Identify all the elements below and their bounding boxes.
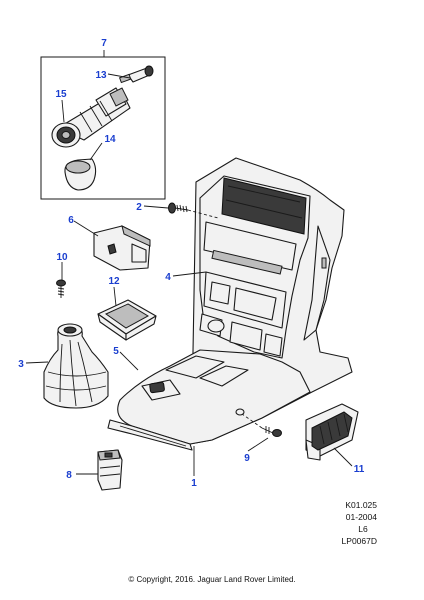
callout-15: 15 <box>55 89 67 100</box>
part-10-screw <box>56 279 66 298</box>
leader-12 <box>113 286 117 307</box>
leader-5 <box>119 351 139 371</box>
callout-12: 12 <box>108 276 120 287</box>
part-13-bulb <box>118 65 154 84</box>
ref-line-2: 01-2004 <box>346 512 377 522</box>
ref-line-1: K01.025 <box>345 500 377 510</box>
leader-14 <box>89 142 103 161</box>
callout-14: 14 <box>104 134 116 145</box>
group-box-7 <box>40 56 166 200</box>
callout-5: 5 <box>113 346 119 357</box>
part-11-switch-pack <box>305 403 359 461</box>
ref-line-3: L6 <box>358 524 368 534</box>
callout-13: 13 <box>95 70 107 81</box>
callout-6: 6 <box>68 215 74 226</box>
part-2-screw <box>168 202 189 214</box>
callout-8: 8 <box>66 470 72 481</box>
leader-9 <box>247 437 269 452</box>
part-15-lighter-socket <box>51 87 131 148</box>
leader-2 <box>143 205 169 209</box>
leader-6 <box>73 220 99 237</box>
part-6-bracket <box>93 225 151 271</box>
hole-9 <box>235 408 245 416</box>
part-3-gaiter <box>43 323 109 409</box>
callout-2: 2 <box>136 202 142 213</box>
callout-10: 10 <box>56 252 68 263</box>
callout-4: 4 <box>165 272 171 283</box>
callout-3: 3 <box>18 359 24 370</box>
leader-4 <box>172 271 207 277</box>
leader-11 <box>333 447 353 467</box>
callout-11: 11 <box>354 464 365 475</box>
copyright-text: © Copyright, 2016. Jaguar Land Rover Lim… <box>128 575 295 584</box>
ref-line-4: LP0067D <box>342 536 377 546</box>
part-12-tray <box>97 299 157 341</box>
dash-9 <box>241 413 263 429</box>
leader-13 <box>107 73 131 79</box>
part-9-screw <box>261 426 282 437</box>
leader-15 <box>61 99 65 123</box>
leader-3 <box>25 361 49 364</box>
part-14-lighter-cap <box>64 158 97 191</box>
callout-9: 9 <box>244 453 250 464</box>
part-8-switch <box>97 449 123 491</box>
part-1-console <box>107 157 353 451</box>
callout-7: 7 <box>101 38 107 49</box>
callout-1: 1 <box>191 478 197 489</box>
